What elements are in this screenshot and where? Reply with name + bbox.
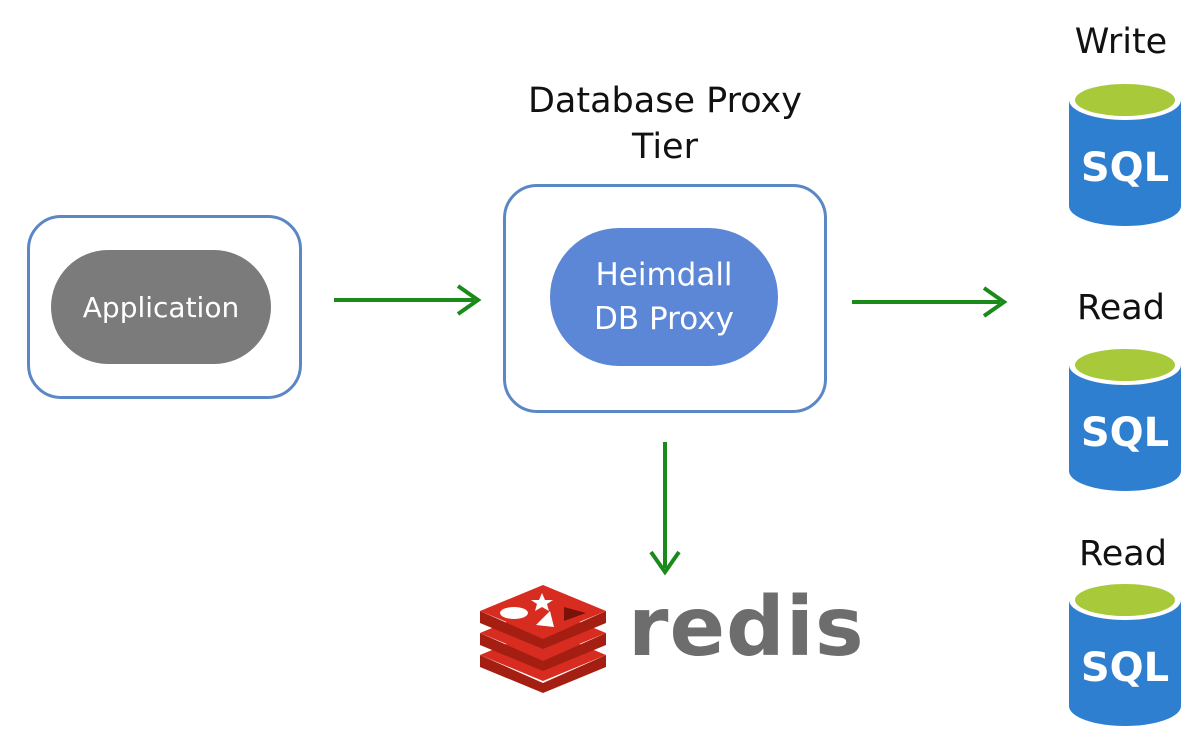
- sql-text: SQL: [1081, 645, 1169, 691]
- application-label: Application: [82, 290, 240, 324]
- arrow-proxy-to-db-icon: [852, 286, 1008, 318]
- arrow-proxy-to-redis-icon: [649, 442, 681, 576]
- sql-text: SQL: [1081, 410, 1169, 456]
- proxy-tier-title-line2: Tier: [632, 127, 698, 167]
- sql-database-icon: SQL: [1069, 345, 1181, 491]
- db-read1-label: Read: [1077, 288, 1165, 328]
- proxy-tier-title-line1: Database Proxy: [527, 81, 802, 121]
- db-read2-label: Read: [1079, 534, 1167, 574]
- arrow-app-to-proxy-icon: [334, 284, 482, 316]
- proxy-tier-title: Database Proxy Tier: [500, 78, 830, 170]
- heimdall-proxy-node: Heimdall DB Proxy: [550, 228, 778, 366]
- db-write-label: Write: [1074, 22, 1168, 62]
- application-node: Application: [51, 250, 271, 364]
- sql-text: SQL: [1081, 145, 1169, 191]
- redis-logo-icon: [480, 585, 606, 693]
- redis-wordmark: redis: [628, 580, 865, 675]
- sql-database-icon: SQL: [1069, 580, 1181, 726]
- sql-database-icon: SQL: [1069, 80, 1181, 226]
- proxy-label-line2: DB Proxy: [594, 301, 734, 337]
- proxy-label-line1: Heimdall: [595, 257, 733, 293]
